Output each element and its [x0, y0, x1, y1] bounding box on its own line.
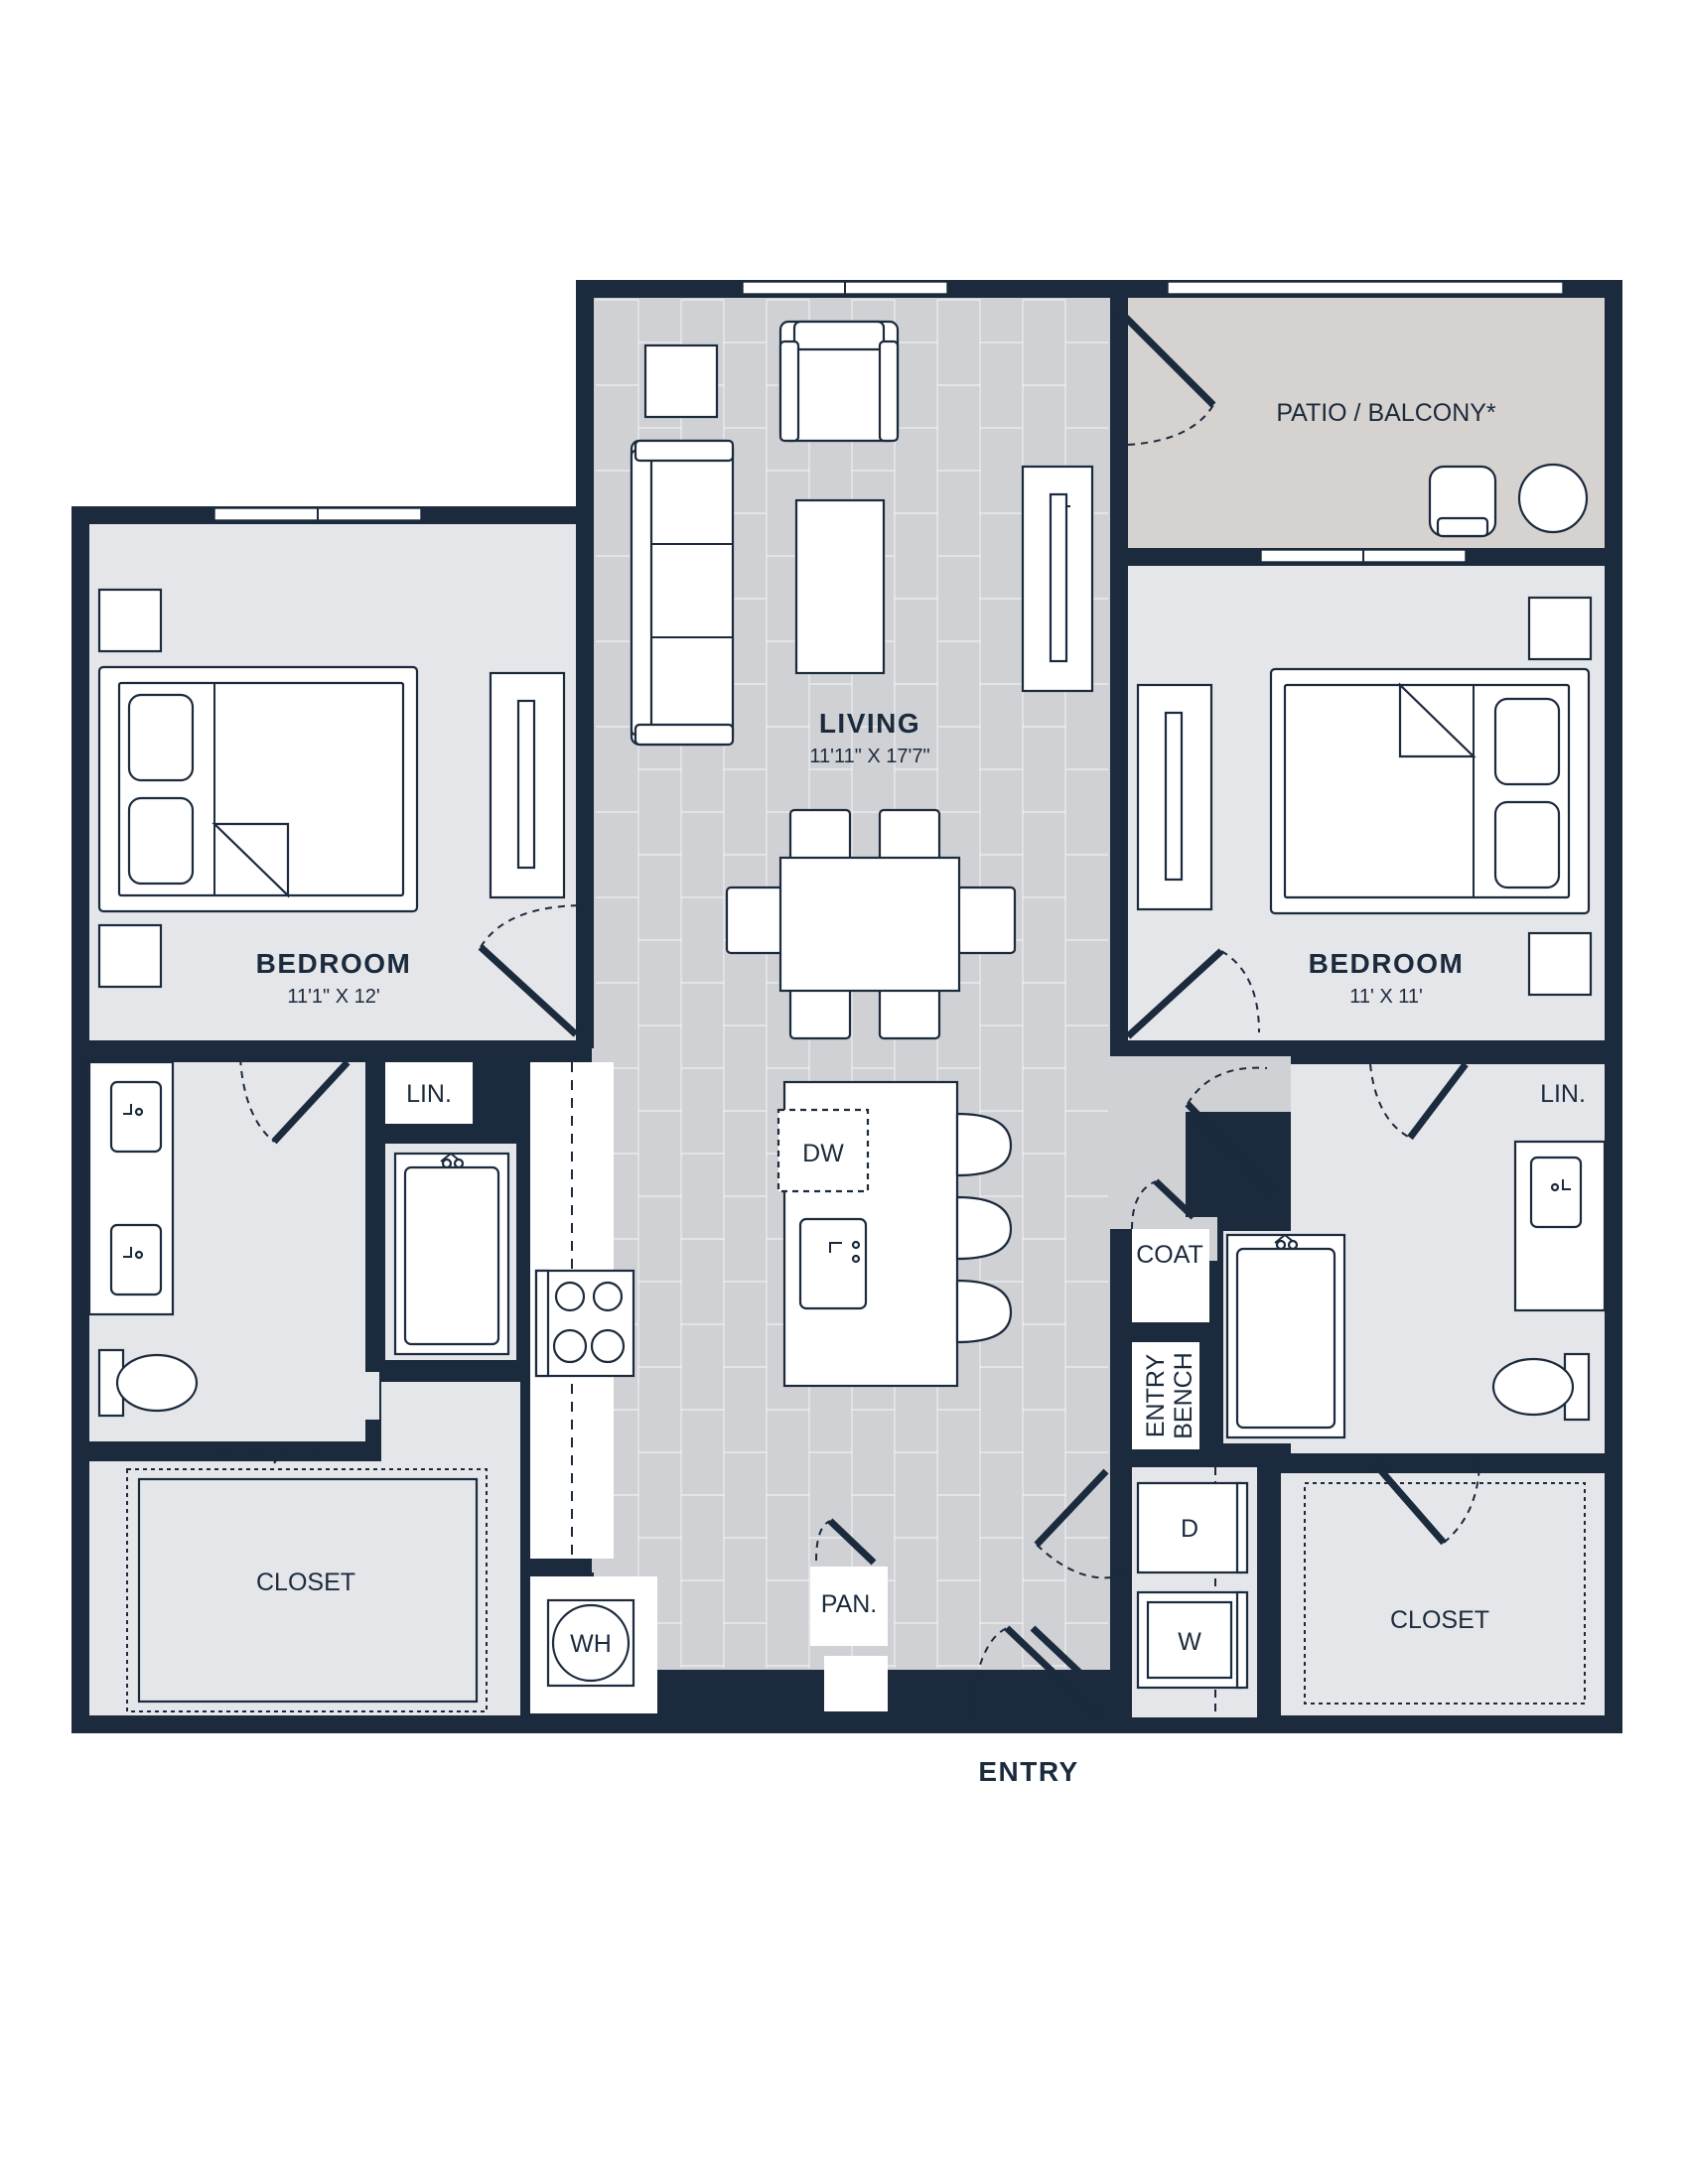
- doors: [213, 309, 1480, 1718]
- bathtub-icon: [1225, 1233, 1346, 1439]
- tv-console-icon: [1021, 465, 1094, 693]
- dishwasher-label: DW: [802, 1140, 844, 1167]
- room-label-patio: PATIO / BALCONY*: [1276, 399, 1496, 427]
- nightstand-icon: [1527, 596, 1593, 661]
- bed-icon: [97, 665, 419, 913]
- room-label-bedroom-left: BEDROOM: [256, 948, 412, 979]
- kitchen-island-icon: [776, 1080, 1013, 1388]
- coat-label: COAT: [1136, 1241, 1203, 1269]
- living-furniture: [534, 320, 1094, 1688]
- linen-label-left: LIN.: [406, 1080, 452, 1108]
- washer-icon: [1136, 1590, 1249, 1690]
- room-label-bedroom-right: BEDROOM: [1309, 948, 1465, 979]
- bath-right-fixtures: [1225, 1140, 1607, 1705]
- entry-bench-label-line1: ENTRY: [1142, 1354, 1170, 1438]
- entry-label: ENTRY: [978, 1756, 1078, 1787]
- bathtub-icon: [393, 1152, 510, 1356]
- linen-label-right: LIN.: [1540, 1080, 1586, 1108]
- water-heater-icon: [546, 1598, 635, 1688]
- armchair-icon: [778, 320, 900, 443]
- nightstand-icon: [1527, 931, 1593, 997]
- bedroom-left-furniture: [97, 588, 566, 989]
- sofa-icon: [630, 439, 735, 747]
- entry-bench-label-line2: BENCH: [1170, 1352, 1197, 1439]
- dryer-label: D: [1181, 1515, 1198, 1543]
- closet-right-floor: [1281, 1473, 1605, 1715]
- window-patio: [1167, 281, 1564, 295]
- bed-icon: [1269, 667, 1591, 915]
- pantry-label: PAN.: [821, 1590, 878, 1618]
- nightstand-icon: [97, 588, 163, 653]
- dining-table-icon: [725, 808, 1017, 1040]
- patio-table-icon: [1517, 463, 1589, 534]
- coffee-table-icon: [794, 498, 886, 675]
- end-table-icon: [643, 343, 719, 419]
- dresser-icon: [489, 671, 566, 899]
- room-dims-bedroom-right: 11' X 11': [1349, 986, 1423, 1008]
- patio-furniture: [1428, 463, 1589, 538]
- room-label-closet-right: CLOSET: [1390, 1606, 1489, 1634]
- bedroom-right-furniture: [1136, 596, 1593, 997]
- room-dims-bedroom-left: 11'1" X 12': [287, 986, 379, 1008]
- closet-left-floor: [89, 1461, 520, 1715]
- toilet-icon: [1491, 1352, 1591, 1422]
- room-label-closet-left: CLOSET: [256, 1569, 355, 1596]
- labels: LIVING 11'11" X 17'7" BEDROOM 11'1" X 12…: [256, 399, 1586, 1787]
- laundry-fixtures: [1136, 1467, 1249, 1717]
- sink-icon: [109, 1080, 163, 1154]
- toilet-icon: [97, 1348, 199, 1418]
- room-label-living: LIVING: [819, 708, 920, 739]
- sink-icon: [109, 1223, 163, 1297]
- range-icon: [534, 1062, 635, 1559]
- bath-left-fixtures: [87, 1060, 510, 1712]
- nightstand-icon: [97, 923, 163, 989]
- water-heater-label: WH: [570, 1630, 612, 1658]
- sink-icon: [1529, 1156, 1583, 1229]
- dresser-icon: [1136, 683, 1213, 911]
- washer-label: W: [1178, 1628, 1201, 1656]
- dryer-icon: [1136, 1481, 1249, 1574]
- patio-chair-icon: [1428, 465, 1497, 538]
- room-dims-living: 11'11" X 17'7": [809, 746, 929, 767]
- windows: [213, 281, 1564, 563]
